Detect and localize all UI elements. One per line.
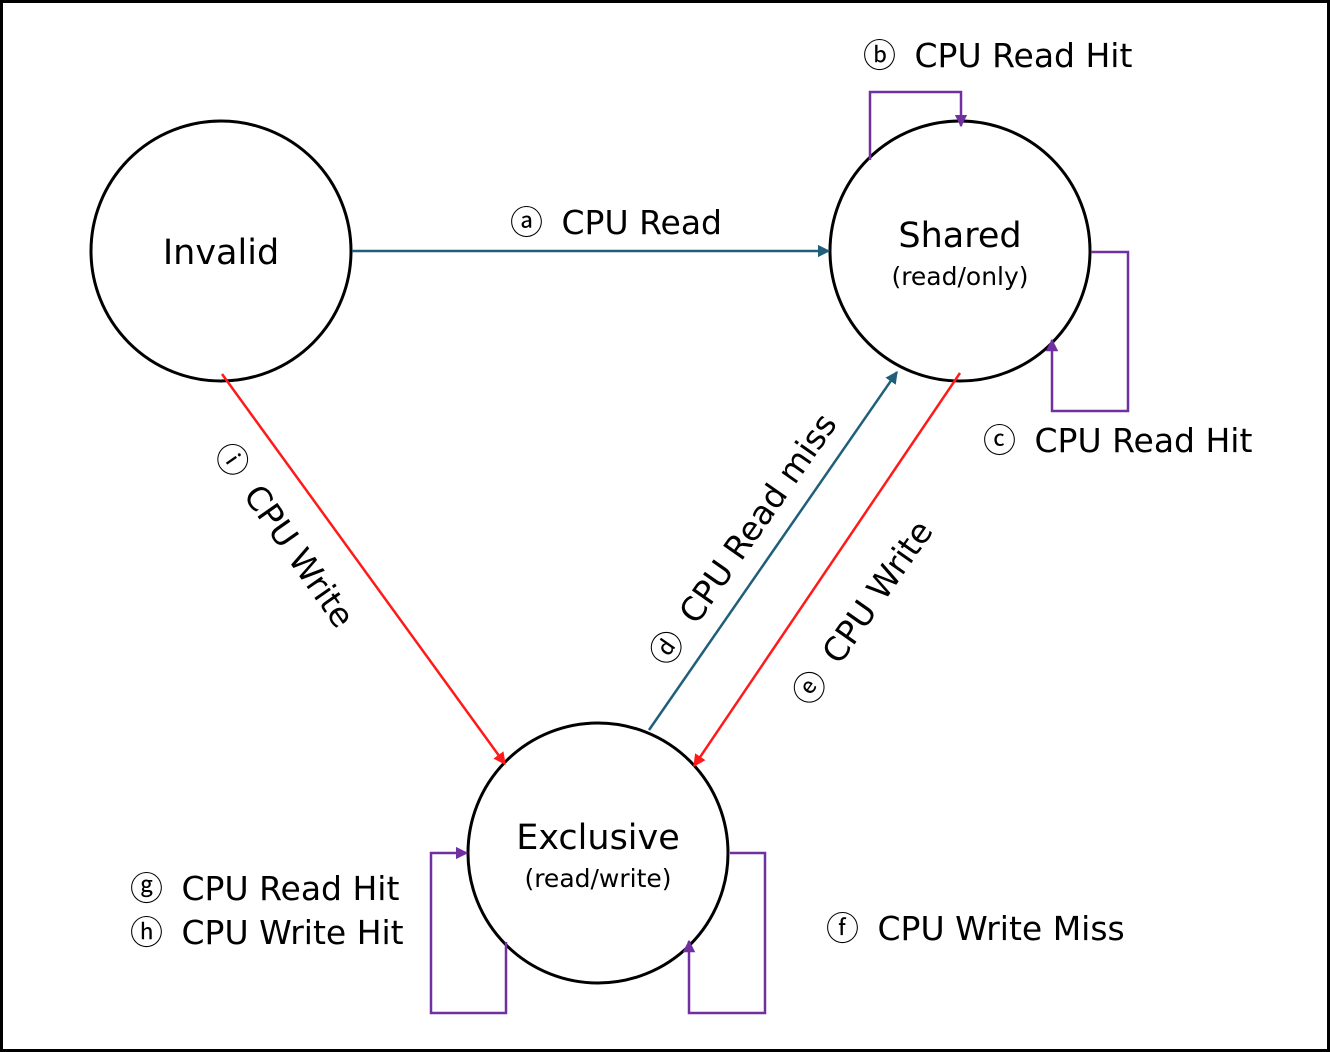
edge-i-arrow (220, 373, 507, 766)
state-invalid-label: Invalid (163, 233, 279, 273)
edge-d-arrow (647, 370, 899, 731)
state-exclusive: Exclusive (read/write) (466, 721, 730, 985)
edge-f-marker: ⓕ (826, 909, 859, 948)
edge-c-loop (1045, 250, 1130, 413)
edge-a-label: ⓐ CPU Read (510, 203, 722, 242)
edge-c-text: CPU Read Hit (1035, 421, 1253, 460)
edge-e-arrow (692, 372, 962, 768)
state-exclusive-sublabel: (read/write) (524, 864, 671, 893)
edge-h-marker: ⓗ (130, 913, 163, 952)
edge-f-text: CPU Write Miss (878, 909, 1125, 948)
edge-gh-loop (429, 846, 508, 1015)
state-invalid: Invalid (89, 119, 353, 383)
edge-a-marker: ⓐ (510, 203, 543, 242)
state-shared: Shared (read/only) (828, 119, 1092, 383)
edge-b-label: ⓑ CPU Read Hit (863, 36, 1132, 75)
edge-g-label: ⓖ CPU Read Hit (130, 869, 399, 908)
state-shared-sublabel: (read/only) (891, 262, 1028, 291)
state-exclusive-label: Exclusive (516, 818, 680, 858)
edge-a-text: CPU Read (562, 203, 723, 242)
edge-c-marker: ⓒ (983, 421, 1016, 460)
state-shared-label: Shared (898, 216, 1021, 256)
edge-f-label: ⓕ CPU Write Miss (826, 909, 1125, 948)
edge-h-text: CPU Write Hit (182, 913, 404, 952)
edge-f-loop (682, 851, 767, 1015)
edge-b-text: CPU Read Hit (915, 36, 1133, 75)
state-invalid-circle (89, 119, 353, 383)
edge-g-marker: ⓖ (130, 869, 163, 908)
edge-g-text: CPU Read Hit (182, 869, 400, 908)
edge-c-label: ⓒ CPU Read Hit (983, 421, 1252, 460)
edge-b-marker: ⓑ (863, 36, 896, 75)
edge-h-label: ⓗ CPU Write Hit (130, 913, 404, 952)
edge-b-loop (868, 90, 968, 160)
